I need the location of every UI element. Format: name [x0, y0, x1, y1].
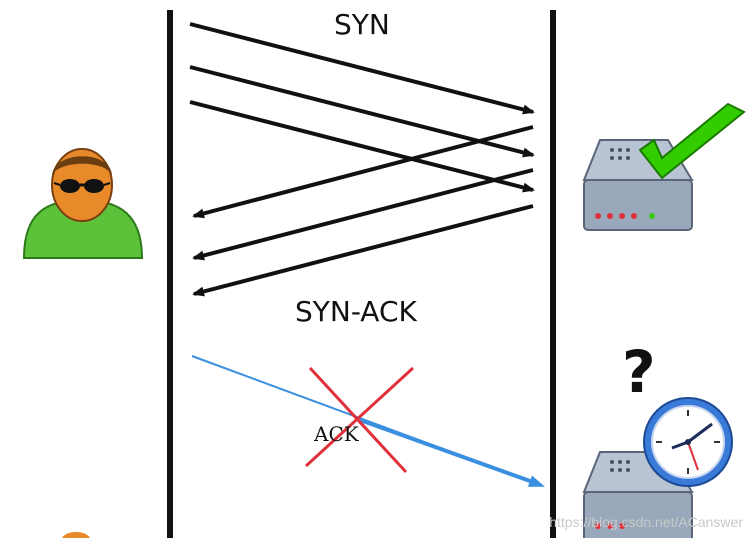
ack-label: ACK: [314, 422, 359, 446]
server-with-clock-icon: [582, 397, 733, 538]
server-with-checkmark-icon: [582, 102, 746, 231]
synack-arrow-1: [192, 125, 534, 219]
question-mark: ?: [622, 338, 656, 406]
syn-label: SYN: [334, 8, 390, 41]
watermark: https://blog.csdn.net/ACanswer: [549, 514, 743, 530]
partial-icon: [62, 532, 90, 538]
synack-arrow-3: [192, 204, 534, 297]
syn-arrow-3: [189, 100, 535, 193]
syn-arrow-1: [189, 22, 535, 115]
red-x-icon: [304, 366, 415, 474]
user-with-sunglasses-icon: [22, 148, 144, 259]
syn-ack-label: SYN-ACK: [295, 295, 417, 328]
synack-arrow-2: [192, 168, 534, 261]
ack-arrow-thick-segment: [359, 418, 531, 483]
